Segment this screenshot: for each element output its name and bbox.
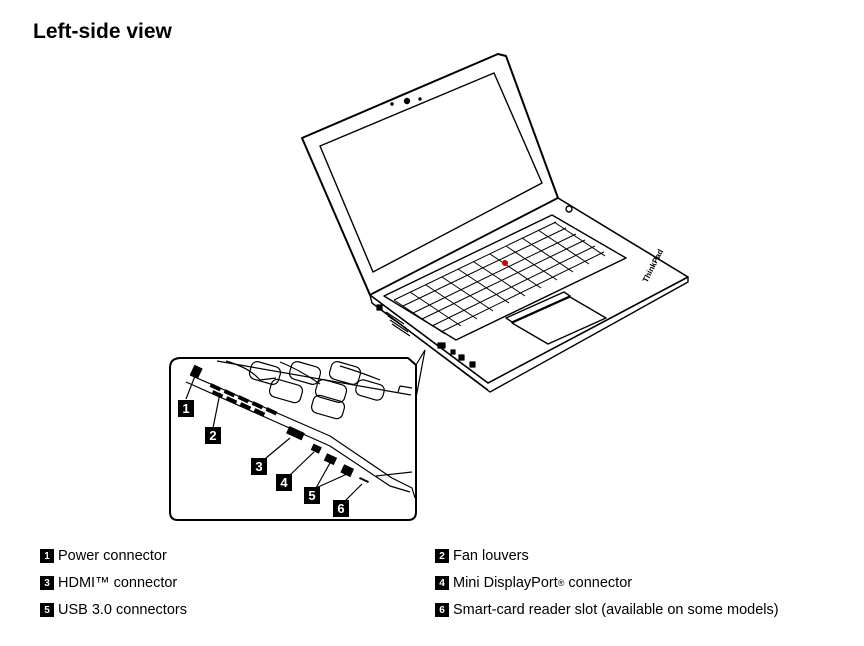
legend-badge: 4 (435, 576, 449, 590)
callout-4: 4 (276, 474, 292, 491)
legend-item-mini-displayport: 4 Mini DisplayPort® connector (435, 574, 632, 592)
legend-item-usb-connectors: 5 USB 3.0 connectors (40, 601, 187, 619)
base-ports (376, 304, 476, 368)
usb-port (340, 464, 355, 478)
svg-text:1: 1 (182, 401, 189, 416)
callouts: 1 2 3 4 5 6 (178, 400, 349, 517)
legend-badge: 5 (40, 603, 54, 617)
fan-louvers (209, 383, 278, 417)
mini-displayport (310, 443, 322, 454)
legend-badge: 2 (435, 549, 449, 563)
legend-label: Fan louvers (453, 548, 529, 564)
legend-label: USB 3.0 connectors (58, 602, 187, 618)
legend-label-suffix: connector (564, 575, 633, 591)
callout-2: 2 (205, 427, 221, 444)
page-title: Left-side view (33, 20, 172, 43)
power-connector (189, 364, 203, 379)
callout-6: 6 (333, 500, 349, 517)
svg-text:5: 5 (308, 488, 315, 503)
laptop-lid (301, 53, 559, 296)
svg-text:2: 2 (209, 428, 216, 443)
zoom-inset (169, 349, 426, 521)
svg-text:3: 3 (255, 459, 262, 474)
legend-badge: 1 (40, 549, 54, 563)
keyboard (393, 221, 606, 335)
usb-port (323, 453, 338, 466)
power-button (565, 205, 573, 213)
legend-item-power-connector: 1 Power connector (40, 547, 167, 565)
legend-item-fan-louvers: 2 Fan louvers (435, 547, 529, 565)
legend-item-smart-card-reader: 6 Smart-card reader slot (available on s… (435, 601, 779, 619)
legend-item-hdmi-connector: 3 HDMI™ connector (40, 574, 177, 592)
legend-label: HDMI™ connector (58, 575, 178, 591)
smart-card-slot (359, 476, 369, 484)
trackpad (511, 296, 607, 345)
svg-text:6: 6 (337, 501, 344, 516)
laptop-illustration: ThinkPad (169, 53, 689, 521)
trackpoint (502, 260, 508, 266)
callout-5: 5 (304, 487, 320, 504)
legend-label: Mini DisplayPort (453, 575, 558, 591)
hdmi-port (286, 425, 305, 441)
legend-badge: 6 (435, 603, 449, 617)
registered-mark: ® (557, 578, 565, 588)
webcam-icon (403, 97, 411, 105)
legend-label: Smart-card reader slot (available on som… (453, 602, 779, 618)
legend-badge: 3 (40, 576, 54, 590)
svg-text:4: 4 (280, 475, 288, 490)
legend-label: Power connector (58, 548, 167, 564)
callout-1: 1 (178, 400, 194, 417)
trackpad-buttons (505, 291, 571, 323)
callout-3: 3 (251, 458, 267, 475)
